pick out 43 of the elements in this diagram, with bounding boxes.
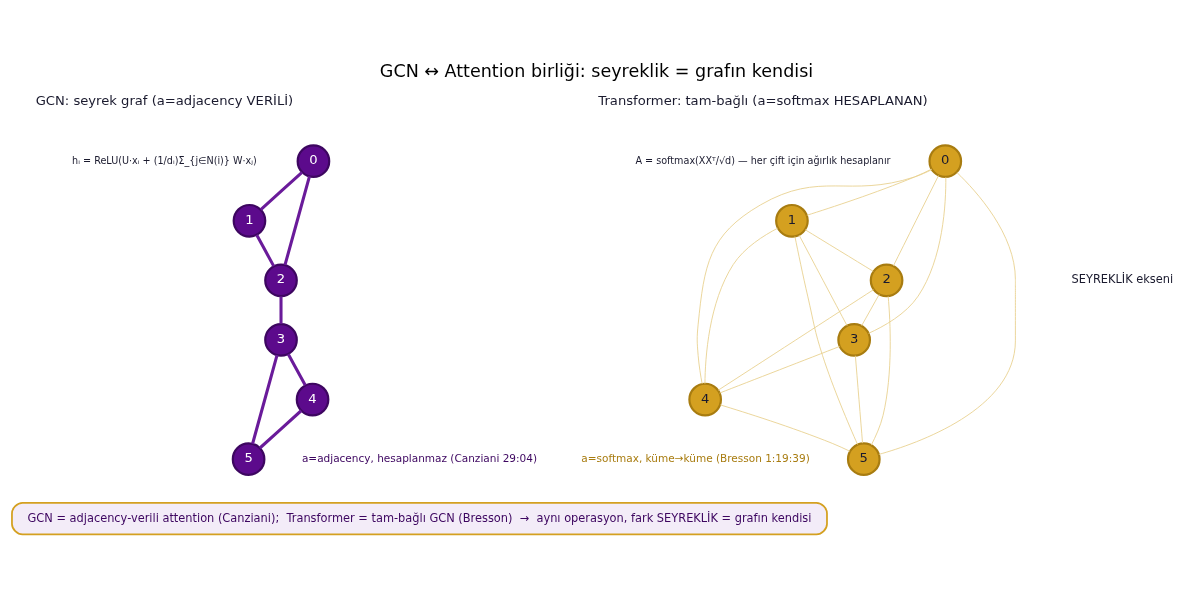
connector	[719, 346, 841, 394]
connector	[804, 229, 874, 272]
node-circle: 0	[928, 144, 963, 179]
connector	[719, 404, 851, 452]
node-circle: 0	[296, 144, 331, 179]
node-circle: 1	[775, 203, 809, 238]
label: a=adjacency, hesaplanmaz (Canziani 29:04)	[301, 451, 538, 464]
connector	[696, 169, 933, 385]
connector	[279, 296, 283, 324]
node-circle: 2	[869, 263, 904, 298]
connector	[861, 293, 880, 327]
node-circle: 4	[688, 382, 723, 417]
connector	[870, 295, 891, 446]
connector	[717, 289, 874, 391]
connector	[806, 168, 932, 216]
connector	[287, 353, 307, 387]
connector	[878, 172, 1016, 455]
node-box: GCN = adjacency-verili attention (Canziani); Transformer = tam-bağlı GCN (Bresson) → aynı operasyon, fark SEYREKLİK = grafın kendisi	[11, 502, 828, 536]
connector	[283, 176, 311, 266]
label: Transformer: tam-bağlı (a=softmax HESAPLANAN)	[598, 92, 928, 108]
connector	[259, 171, 304, 211]
node-circle: 5	[846, 442, 881, 476]
connector	[255, 234, 276, 267]
node-circle: 5	[231, 442, 266, 476]
connector	[258, 409, 303, 450]
connector	[868, 176, 947, 334]
node-circle: 3	[264, 323, 298, 357]
connector	[794, 236, 859, 445]
label: GCN: seyrek graf (a=adjacency VERİLİ)	[35, 92, 294, 108]
label: SEYREKLİK ekseni	[1071, 272, 1174, 287]
label: A = softmax(XXᵀ/√d) — her çift için ağırlık hesaplanır	[635, 154, 891, 166]
connector	[251, 354, 279, 445]
diagram-title: GCN ↔ Attention birliği: seyreklik = grafın kendisi	[379, 61, 814, 82]
connector	[704, 227, 779, 385]
node-circle: 3	[837, 323, 872, 357]
node-circle: 4	[295, 382, 330, 417]
label: a=softmax, küme→küme (Bresson 1:19:39)	[581, 451, 810, 464]
node-circle: 2	[264, 263, 298, 298]
label: hᵢ = ReLU(U·xᵢ + (1/dᵢ)Σ_{j∈N(i)} W·xⱼ)	[72, 154, 257, 166]
connector	[854, 355, 863, 444]
connector	[798, 234, 848, 327]
connector	[892, 175, 939, 267]
node-circle: 1	[232, 203, 267, 238]
